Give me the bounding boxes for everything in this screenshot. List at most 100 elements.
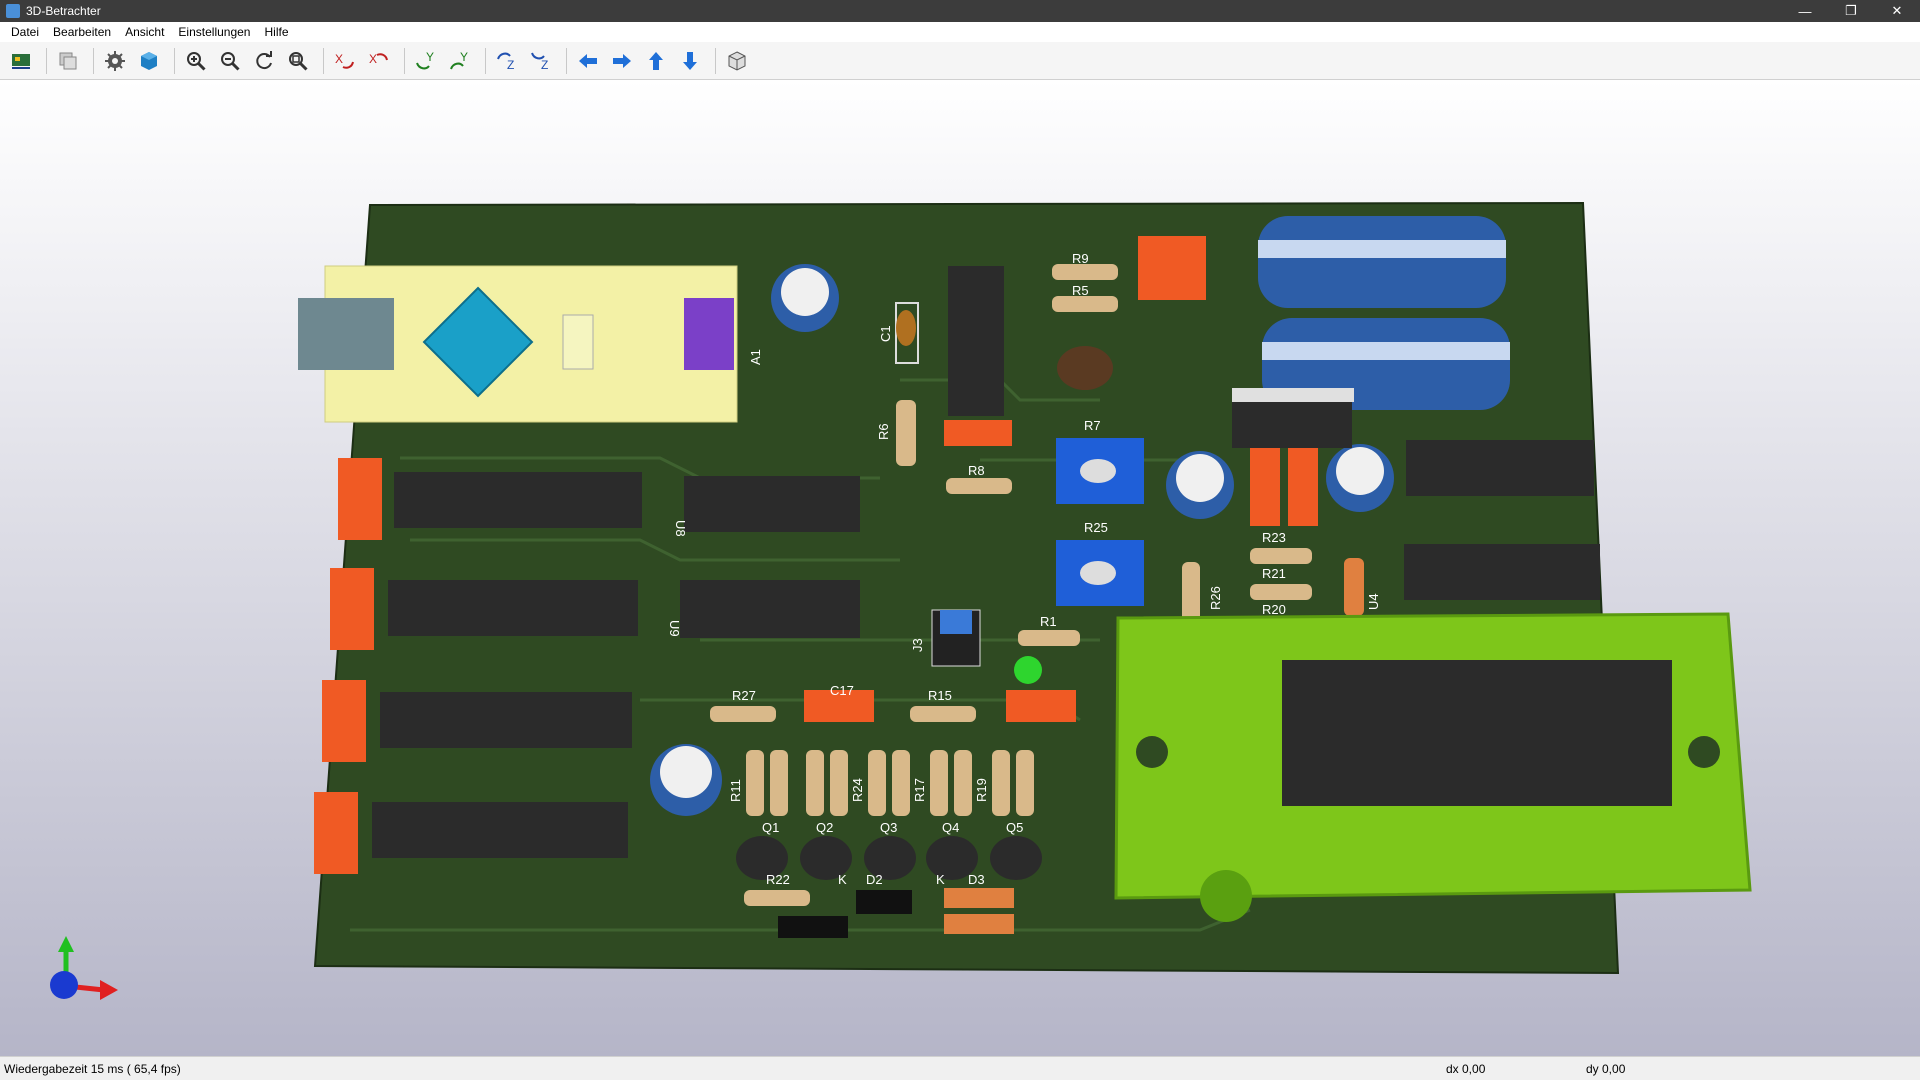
move-down-button[interactable] (675, 46, 705, 76)
ic-chip (684, 476, 860, 532)
zoom-fit-button[interactable] (283, 46, 313, 76)
move-right-button[interactable] (607, 46, 637, 76)
menu-file[interactable]: Datei (11, 25, 40, 39)
label-a1: A1 (748, 349, 763, 365)
rotate-z-cw-icon: Z (497, 52, 514, 72)
rotate-z-ccw-icon: Z (531, 52, 548, 72)
3d-viewport[interactable]: A1 C1 R9 R5 R6 (0, 80, 1920, 1056)
copy-image-icon (59, 52, 77, 69)
label-c17: C17 (830, 683, 854, 698)
zoom-out-button[interactable] (215, 46, 245, 76)
label-r7: R7 (1084, 418, 1101, 433)
settings-button[interactable] (100, 46, 130, 76)
rotate-z-ccw-button[interactable]: Z (526, 46, 556, 76)
rotate-x-cw-icon: X (335, 52, 354, 69)
transistor-row (736, 836, 1042, 880)
raytracing-button[interactable] (134, 46, 164, 76)
label-q5: Q5 (1006, 820, 1023, 835)
zoom-out-icon (221, 51, 240, 71)
axis-gizmo (50, 936, 118, 1000)
move-left-button[interactable] (573, 46, 603, 76)
zoom-in-icon (187, 51, 206, 71)
zif-socket (1114, 612, 1752, 922)
gear-icon (105, 50, 125, 71)
label-q3: Q3 (880, 820, 897, 835)
menu-settings[interactable]: Einstellungen (178, 25, 251, 39)
rotate-y-ccw-button[interactable]: Y (445, 46, 475, 76)
ic-chip (1406, 440, 1594, 496)
app-icon (6, 4, 20, 18)
reload-board-button[interactable] (6, 46, 36, 76)
menu-view[interactable]: Ansicht (125, 25, 165, 39)
toolbar: X X Y Y Z Z (0, 42, 1920, 80)
menu-help[interactable]: Hilfe (264, 25, 289, 39)
label-r25: R25 (1084, 520, 1108, 535)
render-time: Wiedergabezeit 15 ms ( 65,4 fps) (4, 1062, 181, 1076)
menu-edit[interactable]: Bearbeiten (53, 25, 112, 39)
label-r20: R20 (1262, 602, 1286, 617)
label-k-d2: K (838, 872, 847, 887)
label-r19: R19 (974, 778, 989, 802)
zoom-in-button[interactable] (181, 46, 211, 76)
close-button[interactable]: ✕ (1891, 3, 1903, 18)
copy-image-button[interactable] (53, 46, 83, 76)
label-q4: Q4 (942, 820, 959, 835)
menu-bar: Datei Bearbeiten Ansicht Einstellungen H… (0, 22, 1920, 42)
rotate-y-cw-button[interactable]: Y (411, 46, 441, 76)
rotate-y-ccw-icon: Y (450, 50, 468, 69)
label-r6: R6 (876, 423, 891, 440)
ic-chip (680, 580, 860, 638)
label-r5: R5 (1072, 283, 1089, 298)
title-bar: 3D-Betrachter — ❐ ✕ (0, 0, 1920, 22)
refresh-icon (256, 50, 272, 69)
big-capacitor (1258, 216, 1510, 410)
label-d2: D2 (866, 872, 883, 887)
restore-button[interactable]: ❐ (1845, 3, 1857, 18)
label-u8: U8 (673, 520, 688, 537)
redraw-button[interactable] (249, 46, 279, 76)
label-r1: R1 (1040, 614, 1057, 629)
dy-readout: dy 0,00 (1586, 1062, 1626, 1076)
rotate-x-ccw-icon: X (369, 52, 388, 66)
window-title: 3D-Betrachter (26, 4, 101, 18)
arrow-right-icon (613, 53, 631, 68)
label-c1: C1 (878, 325, 893, 342)
rotate-x-cw-button[interactable]: X (330, 46, 360, 76)
arrow-left-icon (579, 53, 597, 68)
label-r26: R26 (1208, 586, 1223, 610)
ic-chip (948, 266, 1004, 416)
minimize-button[interactable]: — (1798, 3, 1812, 19)
arrow-down-icon (683, 51, 697, 70)
reload-board-icon (12, 53, 30, 69)
label-r24: R24 (850, 778, 865, 802)
cube-wireframe-icon (728, 50, 746, 71)
label-d3: D3 (968, 872, 985, 887)
move-up-button[interactable] (641, 46, 671, 76)
svg-text:Y: Y (426, 50, 434, 64)
cube-shaded-icon (141, 51, 157, 70)
label-r9: R9 (1072, 251, 1089, 266)
ic-row (314, 458, 642, 874)
pcb-render: A1 C1 R9 R5 R6 (50, 201, 1752, 1000)
label-u9: U9 (667, 620, 682, 637)
arduino-module (298, 265, 738, 423)
arrow-up-icon (649, 51, 663, 70)
label-r22: R22 (766, 872, 790, 887)
svg-text:X: X (335, 52, 343, 66)
rotate-z-cw-button[interactable]: Z (492, 46, 522, 76)
label-u4: U4 (1366, 593, 1381, 610)
label-r15: R15 (928, 688, 952, 703)
svg-text:Z: Z (507, 58, 514, 72)
label-r17: R17 (912, 778, 927, 802)
ic-chip (1404, 544, 1600, 600)
rotate-y-cw-icon: Y (416, 50, 434, 69)
label-q1: Q1 (762, 820, 779, 835)
svg-text:Y: Y (460, 50, 468, 64)
label-j3: J3 (910, 638, 925, 652)
rotate-x-ccw-button[interactable]: X (364, 46, 394, 76)
status-bar: Wiedergabezeit 15 ms ( 65,4 fps) dx 0,00… (0, 1056, 1920, 1080)
orthographic-toggle-button[interactable] (722, 46, 752, 76)
dx-readout: dx 0,00 (1446, 1062, 1486, 1076)
label-q2: Q2 (816, 820, 833, 835)
svg-text:X: X (369, 52, 377, 66)
